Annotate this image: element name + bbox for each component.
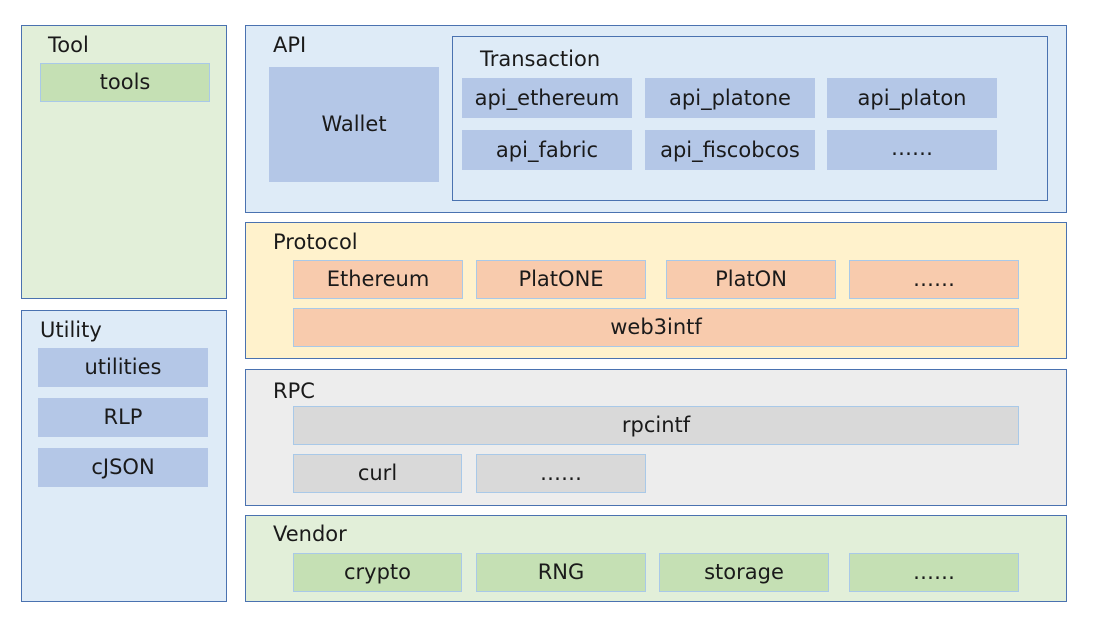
api-platon-module: api_platon <box>827 78 997 118</box>
transaction-group <box>452 36 1048 201</box>
protocol-more-module: …… <box>849 260 1019 299</box>
api-fabric-module: api_fabric <box>462 130 632 170</box>
ethereum-protocol-module: Ethereum <box>293 260 463 299</box>
api-layer-title: API <box>273 33 307 57</box>
rpc-more-module: …… <box>476 454 646 493</box>
platon-protocol-module: PlatON <box>666 260 836 299</box>
platone-protocol-module: PlatONE <box>476 260 646 299</box>
rng-module: RNG <box>476 553 646 592</box>
transaction-group-title: Transaction <box>480 47 601 71</box>
protocol-layer-title: Protocol <box>273 230 358 254</box>
rpc-layer-title: RPC <box>273 379 315 403</box>
utilities-module: utilities <box>38 348 208 387</box>
vendor-more-module: …… <box>849 553 1019 592</box>
tools-module: tools <box>40 63 210 102</box>
rpcintf-module: rpcintf <box>293 406 1019 445</box>
api-fiscobcos-module: api_fiscobcos <box>645 130 815 170</box>
utility-layer-title: Utility <box>40 318 102 342</box>
crypto-module: crypto <box>293 553 462 592</box>
wallet-module: Wallet <box>269 67 439 182</box>
api-more-module: …… <box>827 130 997 170</box>
curl-module: curl <box>293 454 462 493</box>
vendor-layer-title: Vendor <box>273 522 347 546</box>
storage-module: storage <box>659 553 829 592</box>
web3intf-module: web3intf <box>293 308 1019 347</box>
cjson-module: cJSON <box>38 448 208 487</box>
api-platone-module: api_platone <box>645 78 815 118</box>
api-ethereum-module: api_ethereum <box>462 78 632 118</box>
tool-layer-title: Tool <box>48 33 89 57</box>
rlp-module: RLP <box>38 398 208 437</box>
